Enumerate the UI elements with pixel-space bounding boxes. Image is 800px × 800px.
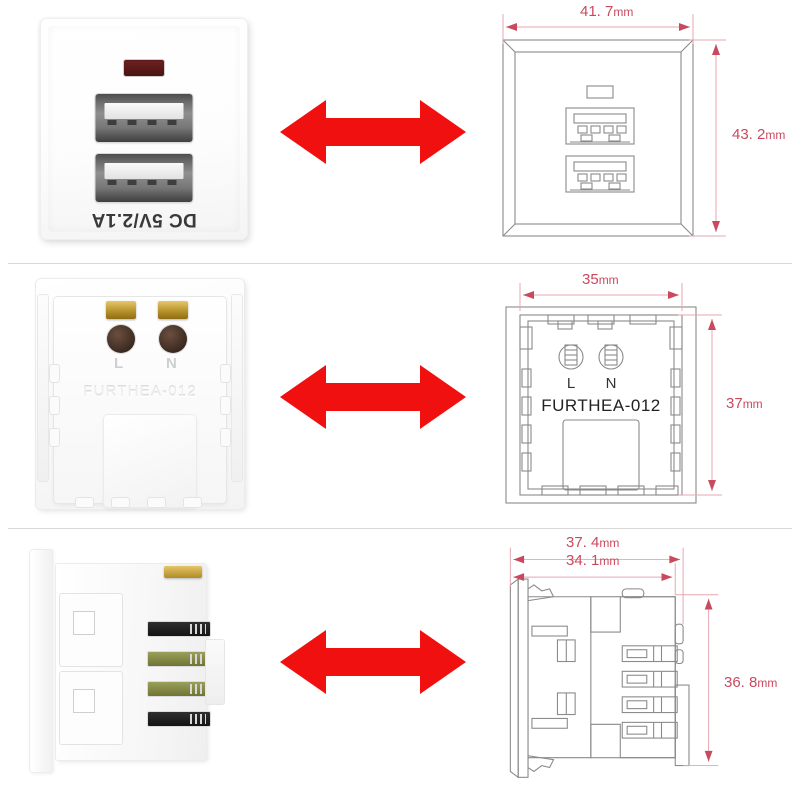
side-view-drawing: 37. 4mm 34. 1mm 36. 8mm	[470, 530, 800, 800]
terminal-hole-n	[159, 325, 187, 353]
dimension-side-depth-overall: 37. 4mm	[566, 534, 620, 551]
side-view-outline	[509, 547, 719, 779]
bottom-tab	[148, 498, 165, 507]
terminal-label-l: L	[114, 355, 124, 372]
rear-housing	[206, 640, 224, 704]
faceplate-edge	[30, 550, 52, 772]
row-divider-2	[8, 528, 792, 529]
dimension-side-height: 36. 8mm	[724, 674, 778, 691]
drawing-terminal-label-n: N	[606, 375, 617, 392]
dimension-back-width: 35mm	[582, 271, 619, 288]
clip-notch	[74, 690, 94, 712]
module-back-plate: L N FURTHEA-012	[50, 297, 230, 507]
mounting-wing-right	[232, 295, 242, 481]
usb-socket-side-profile	[30, 544, 260, 779]
pcb-slot-4	[148, 712, 210, 726]
front-view-outline	[502, 14, 726, 237]
back-view-drawing: L N FURTHEA-012	[470, 265, 800, 530]
side-tab	[50, 429, 59, 446]
side-view-photo	[0, 530, 270, 795]
dimension-back-height: 37mm	[726, 395, 763, 412]
side-tab	[221, 365, 230, 382]
usb-port-bottom	[95, 154, 193, 202]
pcb-slot-3	[148, 682, 210, 696]
faceplate-rating-label: DC 5V/2.1A	[91, 209, 197, 230]
led-indicator	[124, 60, 164, 76]
bottom-tab	[112, 498, 129, 507]
clip-notch	[74, 612, 94, 634]
usb-wall-socket-faceplate: DC 5V/2.1A	[40, 18, 248, 240]
front-view-drawing: 41. 7mm 43. 2mm	[470, 0, 800, 265]
usb-port-top	[95, 94, 193, 142]
terminal-screw-bar-n	[158, 301, 188, 319]
module-emboss-text: FURTHEA-012	[83, 383, 197, 400]
row-side-view: 37. 4mm 34. 1mm 36. 8mm	[0, 530, 800, 800]
terminal-label-n: N	[166, 355, 177, 372]
arrow-pane-back	[272, 265, 472, 530]
pcb-slot-1	[148, 622, 210, 636]
row-divider-1	[8, 263, 792, 264]
double-headed-arrow-icon	[280, 100, 466, 164]
side-tab	[221, 429, 230, 446]
mounting-clip-top	[60, 594, 122, 666]
dimension-front-height: 43. 2mm	[732, 126, 786, 143]
arrow-pane-front	[272, 0, 472, 265]
row-front-view: DC 5V/2.1A	[0, 0, 800, 265]
bottom-tab	[184, 498, 201, 507]
terminal-hole-l	[107, 325, 135, 353]
row-back-view: L N FURTHEA-012	[0, 265, 800, 530]
double-headed-arrow-icon	[280, 630, 466, 694]
terminal-pin	[164, 566, 202, 578]
dimension-front-width: 41. 7mm	[580, 3, 634, 20]
drawing-part-number: FURTHEA-012	[541, 396, 661, 415]
usb-socket-module-back: L N FURTHEA-012	[36, 279, 244, 509]
drawing-terminal-label-l: L	[567, 375, 575, 392]
mounting-clip-bottom	[60, 672, 122, 744]
pcb-slot-2	[148, 652, 210, 666]
arrow-pane-side	[272, 530, 472, 795]
mounting-wing-left	[38, 295, 48, 481]
bottom-tab	[76, 498, 93, 507]
back-view-photo: L N FURTHEA-012	[0, 265, 270, 530]
module-center-pad	[104, 415, 196, 507]
side-tab	[50, 397, 59, 414]
front-view-photo: DC 5V/2.1A	[0, 0, 270, 265]
dimension-side-depth-body: 34. 1mm	[566, 552, 620, 569]
side-tab	[50, 365, 59, 382]
back-view-outline: L N FURTHEA-012	[505, 283, 722, 504]
terminal-screw-bar-l	[106, 301, 136, 319]
side-tab	[221, 397, 230, 414]
double-headed-arrow-icon	[280, 365, 466, 429]
